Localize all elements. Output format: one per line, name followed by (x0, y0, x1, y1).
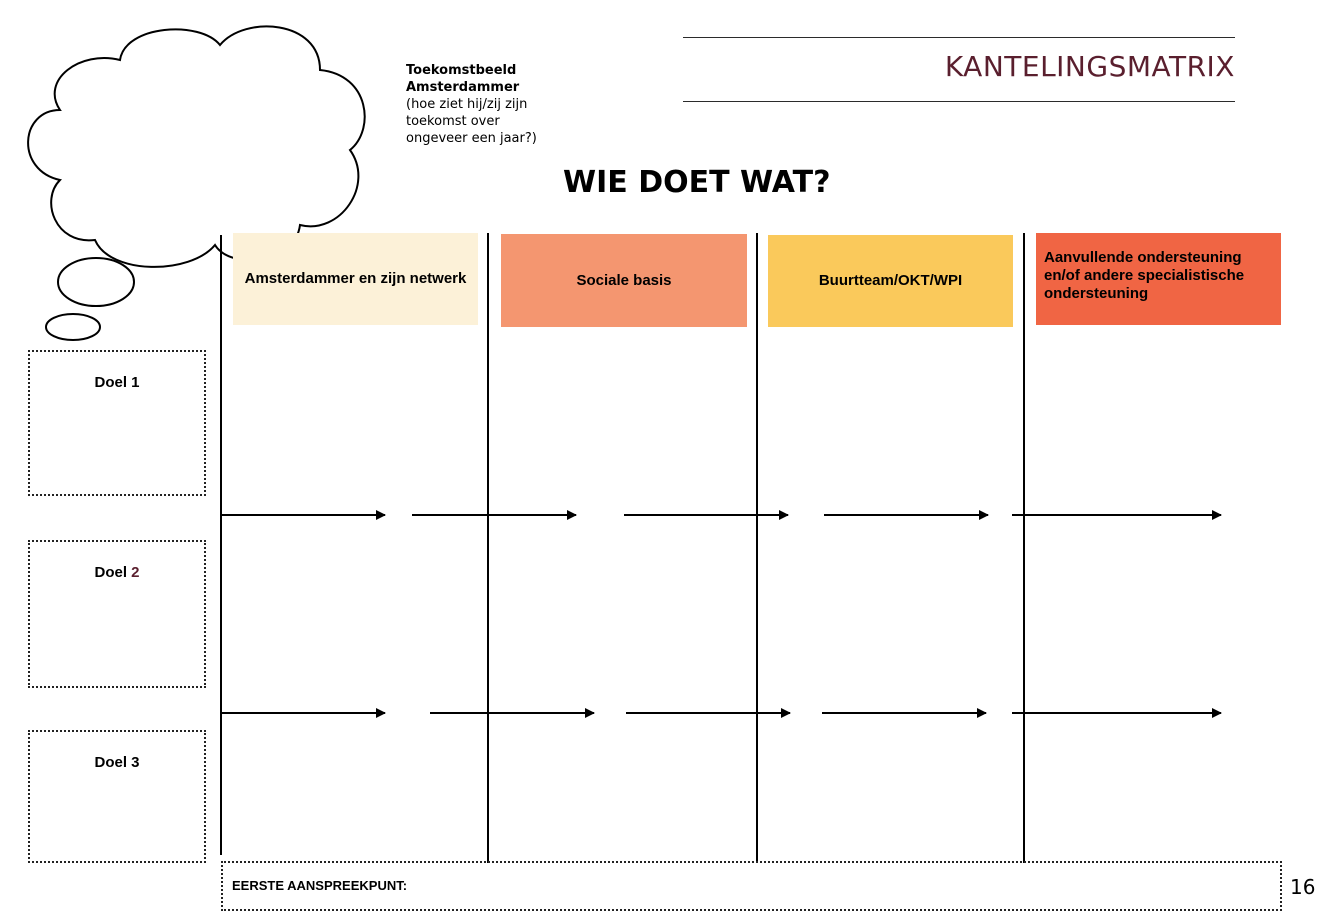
future-image-text: Toekomstbeeld Amsterdammer (hoe ziet hij… (406, 62, 556, 147)
column-header-social-base: Sociale basis (501, 234, 747, 327)
future-body: (hoe ziet hij/zij zijn toekomst over ong… (406, 97, 537, 146)
page-title: KANTELINGSMATRIX (944, 50, 1235, 83)
header-rule-top (683, 37, 1235, 38)
goal-box-2[interactable]: Doel 2 (28, 540, 206, 688)
main-heading: WIE DOET WAT? (563, 165, 831, 200)
column-divider (756, 233, 758, 863)
goal-label: Doel 3 (94, 754, 140, 771)
column-divider (487, 233, 489, 863)
header-rule-bottom (683, 101, 1235, 102)
goal-box-3[interactable]: Doel 3 (28, 730, 206, 863)
page-number: 16 (1290, 875, 1316, 899)
first-contact-label: EERSTE AANSPREEKPUNT: (232, 878, 408, 893)
column-header-label: Amsterdammer en zijn netwerk (244, 270, 467, 287)
column-divider (1023, 233, 1025, 863)
goal-label: Doel 1 (94, 374, 140, 391)
column-header-neighborhood-team: Buurtteam/OKT/WPI (768, 235, 1013, 327)
goal-label: Doel 2 (94, 564, 140, 581)
column-header-label: Aanvullende ondersteuning en/of andere s… (1044, 249, 1245, 302)
goal-box-1[interactable]: Doel 1 (28, 350, 206, 496)
thought-bubble-small (45, 313, 101, 341)
future-heading-line1: Toekomstbeeld (406, 63, 517, 78)
column-header-label: Sociale basis (576, 271, 672, 289)
column-divider (220, 235, 222, 855)
thought-bubble-large (57, 257, 135, 307)
column-header-label: Buurtteam/OKT/WPI (818, 272, 963, 289)
future-heading-line2: Amsterdammer (406, 80, 520, 95)
column-header-specialist-support: Aanvullende ondersteuning en/of andere s… (1036, 233, 1281, 325)
column-header-network: Amsterdammer en zijn netwerk (233, 233, 478, 325)
